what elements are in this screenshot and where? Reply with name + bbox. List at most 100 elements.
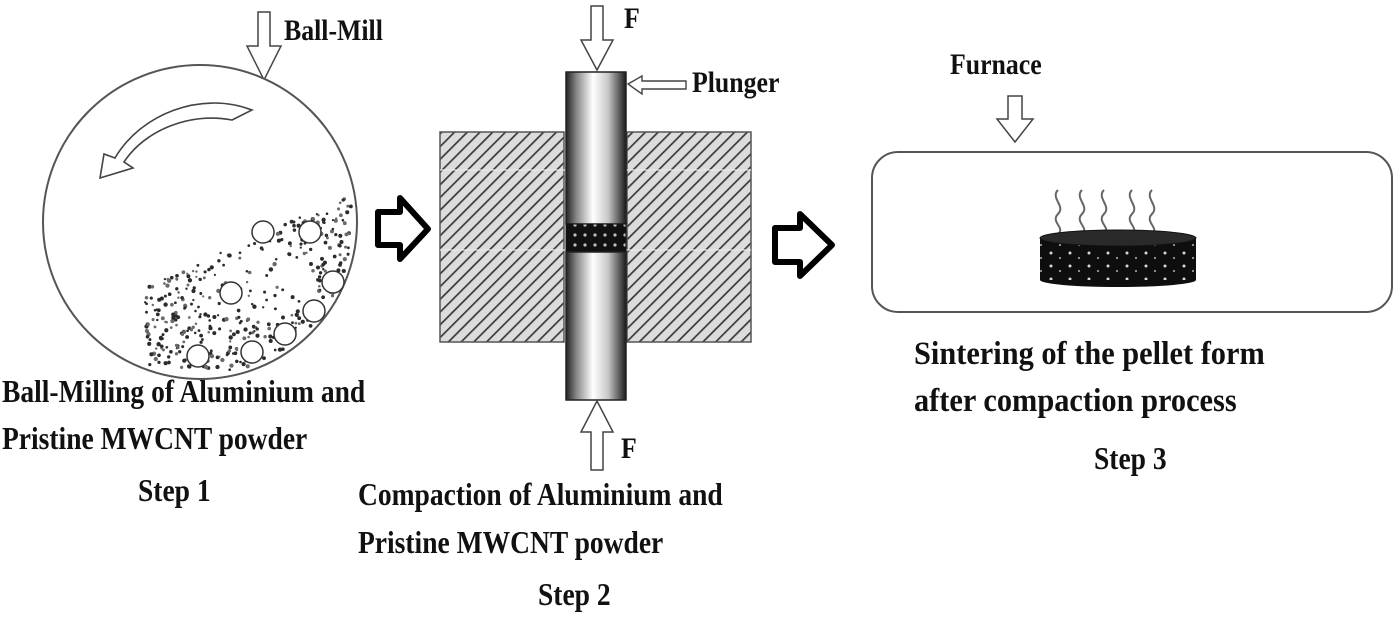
powder-particle [331, 219, 335, 222]
powder-particle [227, 253, 232, 258]
powder-particle [333, 218, 338, 223]
powder-particle [177, 291, 180, 294]
powder-particle [268, 334, 273, 339]
powder-particle [323, 240, 328, 245]
step2-caption-line2: Pristine MWCNT powder [358, 524, 664, 560]
powder-particle [311, 217, 315, 221]
powder-particle [259, 246, 264, 250]
powder-particle [297, 322, 301, 326]
powder-particle [253, 241, 257, 246]
powder-particle [224, 317, 229, 322]
powder-particle [156, 318, 159, 322]
powder-particle [329, 229, 335, 234]
powder-particle [299, 246, 302, 249]
powder-particle [241, 362, 246, 367]
milling-ball [219, 281, 243, 305]
powder-particle [255, 327, 259, 331]
powder-particle [309, 247, 313, 252]
right-arrow-icon [772, 211, 835, 279]
powder-particle [218, 355, 221, 358]
powder-particle [295, 309, 300, 314]
powder-particle [181, 345, 185, 349]
powder-particle [338, 243, 342, 248]
powder-particle [181, 270, 186, 275]
powder-particle [237, 315, 241, 319]
powder-particle [160, 316, 165, 321]
powder-particle [325, 236, 329, 240]
powder-particle [202, 295, 205, 298]
powder-particle [215, 364, 220, 370]
rotation-arrow-icon [98, 102, 254, 180]
powder-particle [273, 307, 277, 311]
powder-particle [245, 364, 250, 369]
powder-particle [247, 244, 251, 247]
powder-particle [197, 329, 201, 332]
step3-caption-line2: after compaction process [914, 383, 1237, 419]
powder-particle [298, 216, 302, 219]
powder-particle [156, 342, 161, 347]
powder-particle [290, 313, 294, 317]
powder-particle [222, 263, 226, 267]
powder-particle [190, 302, 193, 306]
powder-particle [342, 256, 347, 262]
powder-particle [198, 277, 202, 282]
powder-particle [323, 269, 327, 273]
powder-particle [167, 355, 171, 359]
powder-particle [170, 319, 175, 324]
powder-particle [339, 213, 343, 218]
powder-particle [341, 218, 345, 222]
plunger-bottom [565, 251, 627, 401]
powder-particle [180, 296, 184, 300]
ball-mill-down-arrow-icon [245, 11, 283, 82]
powder-particle [164, 328, 169, 333]
powder-particle [175, 277, 179, 281]
powder-particle [347, 232, 351, 235]
powder-particle [195, 275, 198, 278]
powder-particle [338, 253, 342, 257]
powder-particle [207, 331, 210, 334]
plunger-pointer-left-arrow-icon [626, 74, 687, 96]
powder-particle [144, 296, 149, 300]
powder-particle [155, 308, 159, 311]
powder-particle [194, 322, 198, 325]
powder-particle [273, 293, 277, 298]
powder-particle [263, 334, 267, 339]
powder-particle [294, 312, 299, 317]
powder-particle [220, 357, 225, 363]
powder-particle [186, 272, 189, 275]
powder-particle [199, 292, 203, 295]
powder-particle [245, 280, 249, 284]
powder-particle [262, 306, 265, 309]
powder-particle [281, 315, 285, 320]
milling-ball [251, 220, 275, 244]
powder-particle [219, 251, 222, 255]
powder-particle [180, 332, 185, 337]
powder-particle [182, 340, 186, 344]
powder-particle [267, 326, 272, 331]
milling-ball [298, 220, 322, 244]
powder-particle [146, 322, 150, 327]
powder-particle [322, 268, 325, 271]
powder-particle [186, 329, 189, 333]
powder-particle [203, 364, 209, 370]
powder-particle [203, 270, 207, 274]
powder-particle [317, 275, 322, 279]
powder-particle [249, 289, 252, 293]
furnace-label: Furnace [950, 48, 1042, 81]
powder-particle [144, 328, 149, 334]
powder-particle [247, 270, 252, 275]
powder-particle [265, 298, 268, 302]
powder-particle [174, 343, 179, 348]
powder-particle [346, 252, 350, 256]
powder-particle [280, 238, 284, 242]
powder-particle [227, 349, 232, 353]
powder-particle [236, 308, 241, 313]
powder-particle [209, 349, 213, 353]
ball-mill-label: Ball-Mill [284, 14, 383, 47]
powder-particle [266, 322, 271, 327]
powder-particle [177, 296, 180, 299]
powder-particle [183, 306, 187, 309]
powder-particle [189, 328, 194, 332]
step3-label: Step 3 [1094, 440, 1167, 476]
